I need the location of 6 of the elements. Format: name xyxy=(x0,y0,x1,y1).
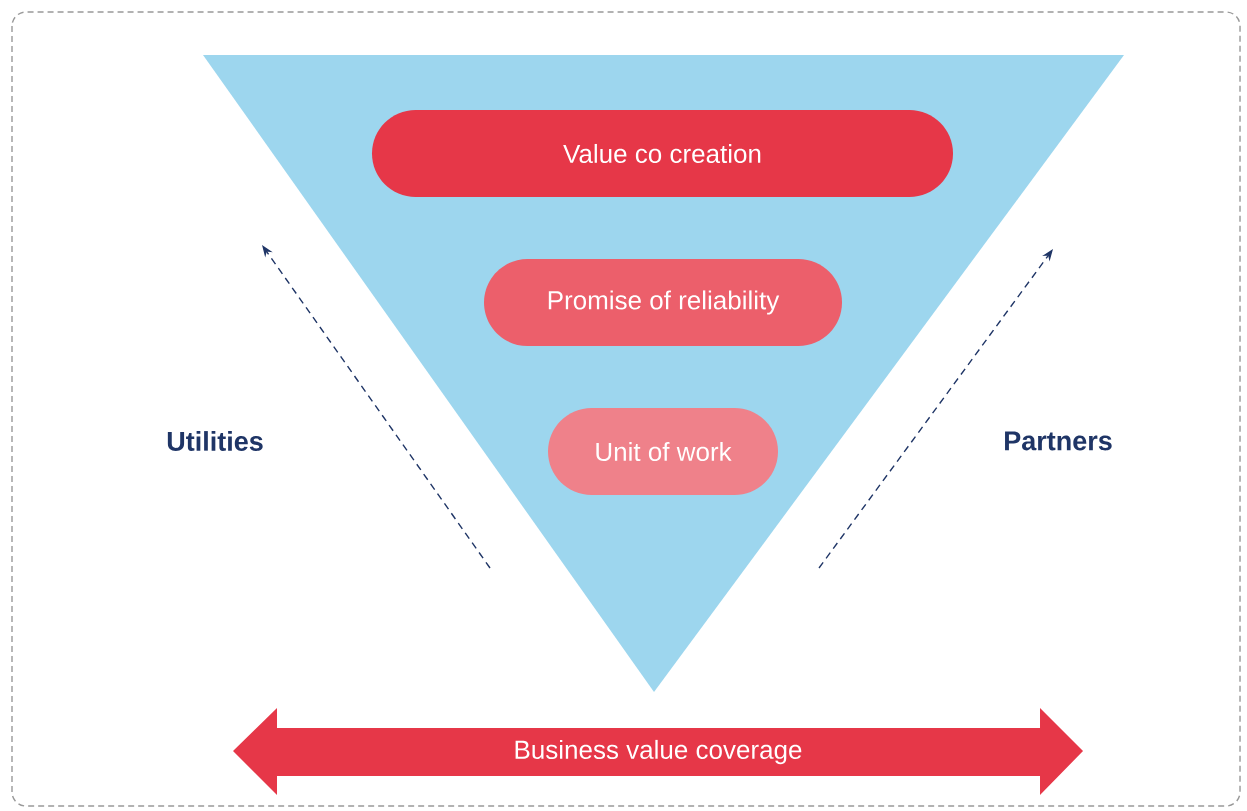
pill-box: Value co creation xyxy=(372,110,953,197)
pill-box: Promise of reliability xyxy=(484,259,842,346)
side-label: Utilities xyxy=(167,431,263,451)
pill-box: Unit of work xyxy=(548,408,778,495)
side-label: Partners xyxy=(1005,431,1112,451)
double-arrow-band: Business value coverage xyxy=(233,708,1083,795)
